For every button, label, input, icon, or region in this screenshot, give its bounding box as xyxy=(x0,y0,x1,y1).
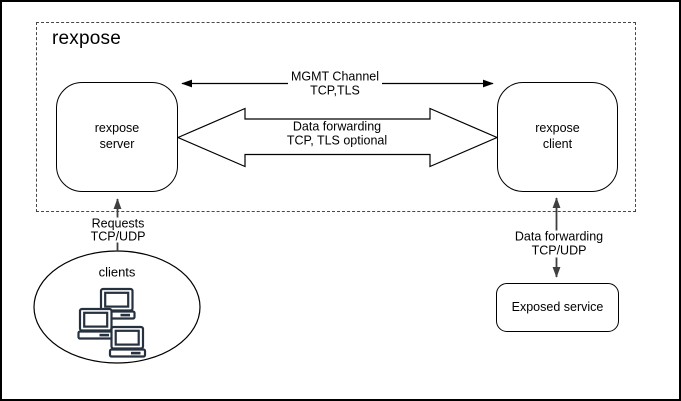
node-label-line: rexpose xyxy=(94,121,140,136)
node-rexpose-client: rexpose client xyxy=(497,82,618,192)
node-exposed-service: Exposed service xyxy=(496,283,619,332)
edge-label-line: TCP/UDP xyxy=(90,229,146,243)
clients-group-label: clients xyxy=(96,265,139,279)
computer-icon xyxy=(77,307,115,340)
edge-label-line: Requests xyxy=(91,216,145,231)
node-rexpose-server: rexpose server xyxy=(56,82,178,192)
service-forwarding-label: Data forwarding TCP/UDP xyxy=(511,229,607,258)
node-label-line: Exposed service xyxy=(511,299,604,314)
edge-label-line: Data forwarding xyxy=(514,229,604,244)
edge-label-line: clients xyxy=(98,264,136,280)
edge-label-line: Data forwarding xyxy=(292,119,382,134)
requests-label: Requests TCP/UDP xyxy=(87,216,149,243)
edge-label-line: TCP,TLS xyxy=(310,83,360,97)
edge-label-line: TCP, TLS optional xyxy=(286,133,388,147)
rexpose-boundary xyxy=(36,22,636,212)
data-forwarding-label: Data forwarding TCP, TLS optional xyxy=(284,119,390,148)
mgmt-channel-label: MGMT Channel TCP,TLS xyxy=(288,69,382,98)
computer-icon xyxy=(108,325,147,358)
diagram-title: rexpose xyxy=(52,28,121,49)
edge-label-line: TCP/UDP xyxy=(531,243,587,257)
node-label-line: client xyxy=(542,137,573,151)
node-label-line: rexpose xyxy=(535,121,580,136)
edge-label-line: MGMT Channel xyxy=(291,69,379,84)
node-label-line: server xyxy=(99,137,135,151)
